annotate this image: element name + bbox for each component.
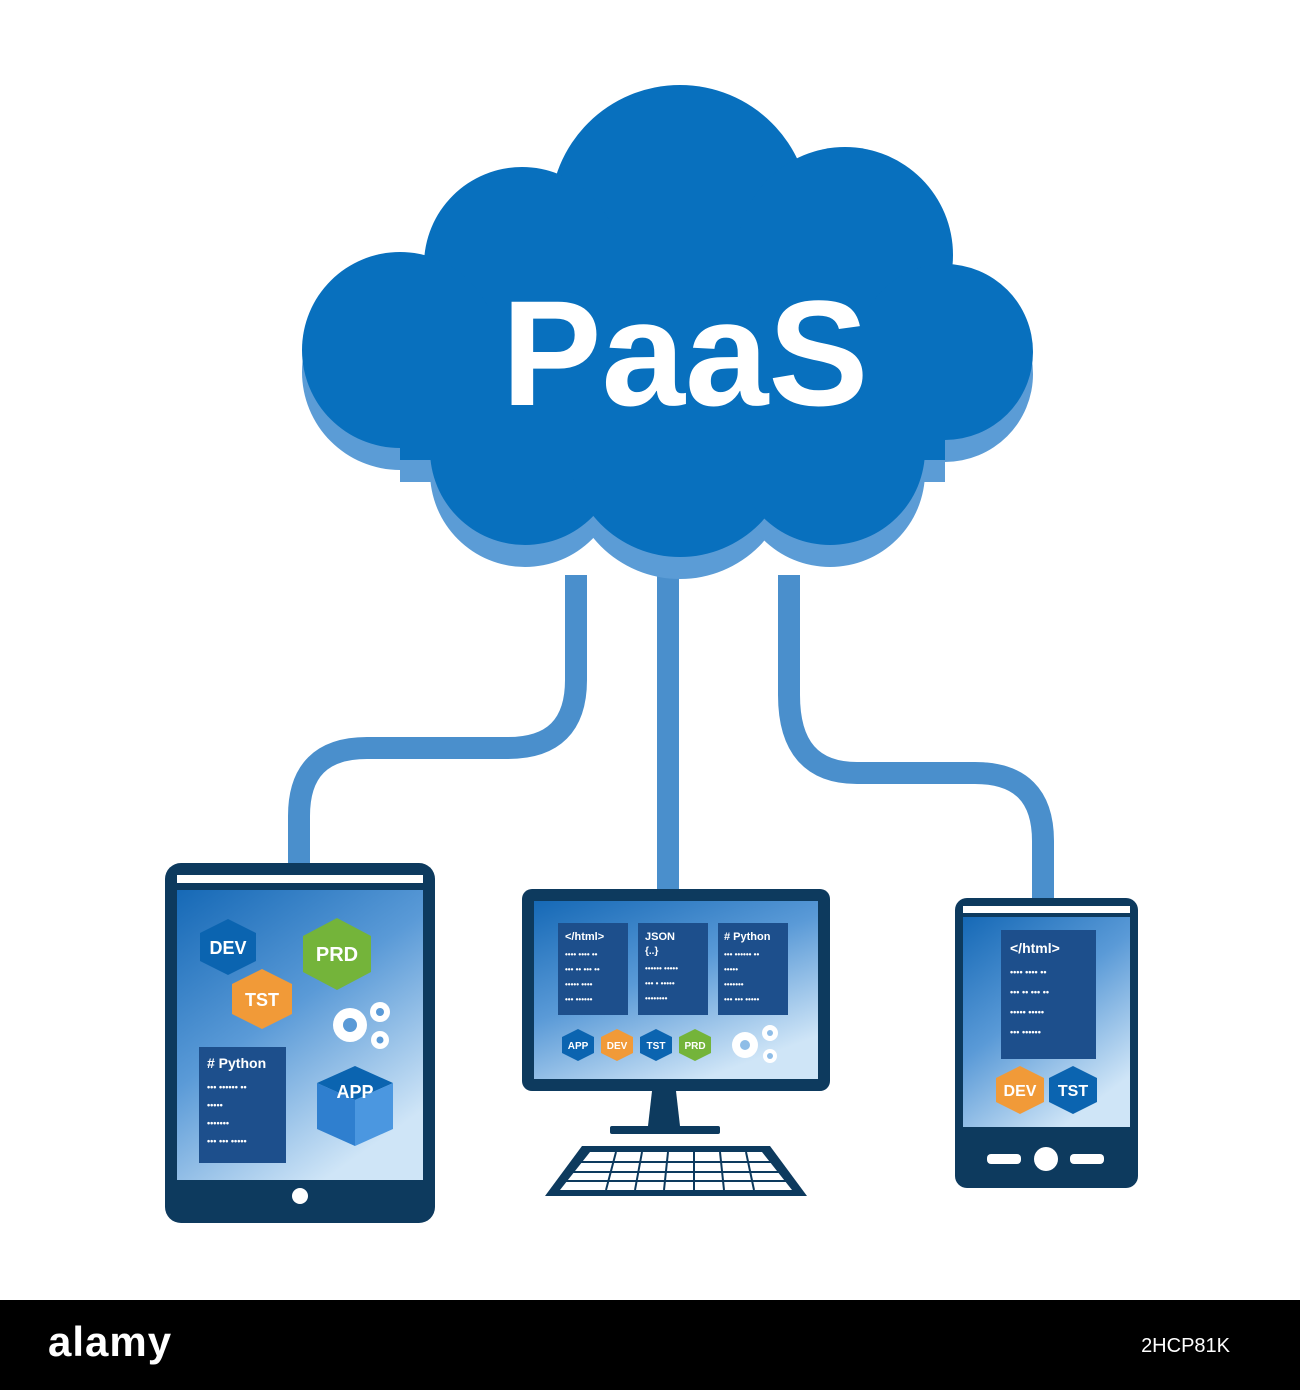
svg-text:•••••• •••••: •••••• ••••• — [645, 964, 678, 973]
hex-dev-badge: DEV — [601, 1029, 633, 1061]
cloud-label: PaaS — [502, 269, 869, 437]
tablet: DEV PRD TST # Python ••• •••••• •• •••••… — [165, 863, 435, 1223]
svg-text:DEV: DEV — [1004, 1083, 1037, 1100]
svg-text:••• ••••••: ••• •••••• — [565, 995, 593, 1004]
connector-right — [778, 575, 1054, 900]
svg-text:•••••••: ••••••• — [724, 980, 744, 989]
svg-text:JSON: JSON — [645, 931, 675, 943]
footer-bar — [0, 1300, 1300, 1390]
hex-tst-badge: TST — [640, 1029, 672, 1061]
svg-text:APP: APP — [336, 1082, 373, 1102]
svg-text:••••••••: •••••••• — [645, 994, 668, 1003]
svg-text:••• •••••• ••: ••• •••••• •• — [724, 950, 759, 959]
hex-app-badge: APP — [562, 1029, 594, 1061]
svg-text:••• •••••• ••: ••• •••••• •• — [207, 1082, 247, 1092]
hex-dev-badge: DEV — [996, 1066, 1044, 1114]
svg-text:•••••: ••••• — [724, 965, 738, 974]
monitor: </html> •••• •••• •• ••• •• ••• •• •••••… — [522, 889, 830, 1196]
monitor-panel-html: </html> •••• •••• •• ••• •• ••• •• •••••… — [558, 923, 628, 1015]
svg-text:</html>: </html> — [565, 931, 604, 943]
svg-text:••• •• ••• ••: ••• •• ••• •• — [1010, 987, 1049, 997]
cloud: PaaS — [302, 85, 1033, 579]
svg-text:</html>: </html> — [1010, 940, 1060, 956]
svg-text:TST: TST — [647, 1041, 666, 1052]
svg-text:••• •• ••• ••: ••• •• ••• •• — [565, 965, 600, 974]
hex-dev-badge: DEV — [200, 919, 256, 975]
svg-text:PRD: PRD — [316, 944, 358, 966]
phone: </html> •••• •••• •• ••• •• ••• •• •••••… — [955, 898, 1138, 1188]
monitor-panel-python: # Python ••• •••••• •• ••••• ••••••• •••… — [718, 923, 788, 1015]
tablet-code-panel: # Python ••• •••••• •• ••••• ••••••• •••… — [199, 1047, 286, 1163]
phone-home-button — [1034, 1147, 1058, 1171]
svg-text:••• • •••••: ••• • ••••• — [645, 979, 675, 988]
connector-left — [288, 575, 587, 868]
svg-text:TST: TST — [1058, 1083, 1088, 1100]
tablet-home-button — [292, 1188, 308, 1204]
phone-code-panel: </html> •••• •••• •• ••• •• ••• •• •••••… — [1001, 930, 1096, 1059]
svg-text:TST: TST — [245, 990, 279, 1010]
svg-text:{..}: {..} — [645, 946, 658, 957]
hex-prd-badge: PRD — [303, 918, 371, 990]
image-id: 2HCP81K — [1141, 1335, 1230, 1357]
brand-logo: alamy — [48, 1318, 173, 1365]
svg-text:•••• •••• ••: •••• •••• •• — [1010, 967, 1047, 977]
svg-text:••••• •••••: ••••• ••••• — [1010, 1007, 1044, 1017]
svg-text:•••••: ••••• — [207, 1100, 223, 1110]
gears-icon — [333, 1002, 390, 1049]
svg-text:# Python: # Python — [724, 931, 771, 943]
svg-text:•••••••: ••••••• — [207, 1118, 229, 1128]
app-box-icon: APP — [317, 1066, 393, 1146]
phone-back-button — [987, 1154, 1021, 1164]
svg-text:••• ••• •••••: ••• ••• ••••• — [724, 995, 759, 1004]
svg-text:••••• ••••: ••••• •••• — [565, 980, 593, 989]
svg-text:# Python: # Python — [207, 1055, 266, 1071]
phone-menu-button — [1070, 1154, 1104, 1164]
connector-lines — [288, 555, 1054, 900]
svg-text:••• ••• •••••: ••• ••• ••••• — [207, 1136, 247, 1146]
keyboard — [545, 1146, 807, 1196]
hex-prd-badge: PRD — [679, 1029, 711, 1061]
svg-text:DEV: DEV — [607, 1041, 628, 1052]
svg-text:PRD: PRD — [684, 1041, 705, 1052]
svg-text:APP: APP — [568, 1041, 589, 1052]
svg-text:DEV: DEV — [209, 938, 246, 958]
monitor-panel-json: JSON {..} •••••• ••••• ••• • ••••• •••••… — [638, 923, 708, 1015]
gears-icon — [732, 1025, 778, 1063]
hex-tst-badge: TST — [232, 969, 292, 1029]
hex-tst-badge: TST — [1049, 1066, 1097, 1114]
svg-text:•••• •••• ••: •••• •••• •• — [565, 950, 598, 959]
svg-text:••• ••••••: ••• •••••• — [1010, 1027, 1041, 1037]
